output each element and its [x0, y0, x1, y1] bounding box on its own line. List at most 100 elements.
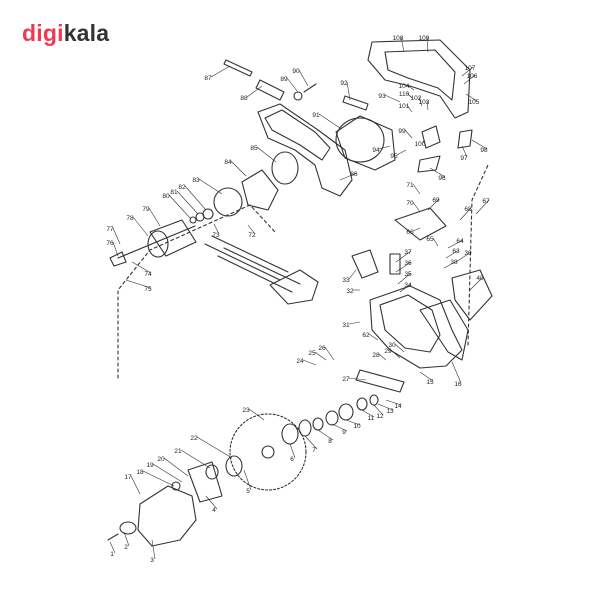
flange-6 [281, 423, 299, 445]
leader-line-21 [180, 449, 211, 469]
callout-102: 102 [411, 95, 422, 102]
callout-10: 10 [353, 423, 361, 430]
leader-line-25 [314, 351, 327, 361]
callout-29: 29 [384, 348, 392, 355]
leader-line-10 [345, 419, 361, 426]
washer-22 [225, 455, 243, 477]
leader-line-97 [461, 145, 468, 158]
washer-7 [298, 419, 312, 437]
callout-100: 100 [415, 141, 426, 148]
leader-line-65 [432, 237, 439, 247]
leader-line-29 [390, 349, 401, 359]
callout-80: 80 [162, 193, 170, 200]
callout-12: 12 [376, 413, 384, 420]
plate-96 [417, 155, 441, 173]
leader-line-37 [395, 250, 412, 263]
leader-line-104 [406, 84, 415, 91]
callout-104: 104 [399, 83, 410, 90]
rod-holder [269, 269, 319, 305]
guide-rod-2 [217, 247, 301, 293]
callout-81: 81 [170, 189, 178, 196]
leader-line-73 [213, 223, 220, 235]
callout-65: 65 [426, 236, 434, 243]
spring-76 [109, 251, 127, 267]
callout-5: 5 [246, 488, 250, 495]
leader-line-31 [348, 321, 361, 325]
callout-40: 40 [476, 275, 484, 282]
leader-line-70 [412, 201, 421, 213]
leader-line-20 [163, 457, 189, 477]
callout-97: 97 [460, 155, 468, 162]
callout-110: 110 [399, 91, 410, 98]
callout-2: 2 [124, 544, 128, 551]
callout-19: 19 [146, 462, 154, 469]
callout-87: 87 [204, 75, 212, 82]
leader-line-40 [469, 276, 484, 291]
leader-line-15 [419, 371, 434, 382]
leader-line-39 [455, 251, 472, 263]
callout-74: 74 [144, 271, 152, 278]
leader-line-74 [131, 261, 152, 274]
leader-line-81 [176, 190, 199, 215]
leader-line-110 [406, 92, 413, 99]
leader-line-106 [463, 74, 476, 85]
shaft [117, 225, 196, 259]
leader-line-33 [348, 269, 357, 280]
leader-line-64 [447, 239, 464, 249]
ring-8 [312, 417, 324, 431]
callout-108: 108 [393, 35, 404, 42]
plate-4 [187, 461, 223, 503]
leader-line-23 [248, 408, 265, 421]
callout-70: 70 [406, 200, 414, 207]
bolt-37 [389, 253, 401, 275]
callout-82: 82 [178, 184, 186, 191]
leader-line-87 [210, 65, 231, 78]
callout-8: 8 [328, 438, 332, 445]
leader-line-14 [385, 399, 402, 406]
leader-line-28 [378, 353, 387, 361]
leader-line-63 [445, 249, 460, 259]
leader-line-105 [465, 93, 478, 102]
callout-103: 103 [419, 99, 430, 106]
callout-4: 4 [212, 507, 216, 514]
washer-18 [171, 481, 181, 491]
leader-line-72 [247, 224, 256, 235]
leader-line-18 [142, 470, 175, 487]
callout-22: 22 [190, 435, 198, 442]
ring-89 [293, 91, 303, 101]
callout-18: 18 [136, 469, 144, 476]
blade-case-inner [379, 294, 441, 353]
callout-88: 88 [240, 95, 248, 102]
callout-107: 107 [465, 65, 476, 72]
leader-line-88 [246, 85, 263, 98]
top-handle-inner [384, 49, 456, 101]
leader-line-62 [368, 333, 379, 341]
leader-line-96 [429, 167, 446, 178]
leader-line-100 [422, 139, 425, 144]
pin-87 [223, 59, 253, 77]
bearing-9 [325, 410, 339, 426]
motor-housing-body [335, 115, 396, 171]
callout-62: 62 [362, 332, 370, 339]
leader-line-79 [148, 207, 161, 227]
leader-line-35 [397, 272, 412, 285]
callout-68: 68 [464, 206, 472, 213]
callout-21: 21 [174, 448, 182, 455]
top-handle [367, 39, 471, 119]
callout-96: 96 [438, 175, 446, 182]
guide-outline-right [467, 164, 489, 346]
callout-37: 37 [404, 249, 412, 256]
ring-81 [195, 212, 205, 222]
callout-13: 13 [386, 408, 394, 415]
callout-1: 1 [110, 551, 114, 558]
leader-line-77 [112, 227, 121, 245]
saw-blade [229, 413, 307, 491]
callout-78: 78 [126, 215, 134, 222]
callout-24: 24 [296, 358, 304, 365]
leader-line-92 [346, 81, 351, 101]
cylinder-92 [342, 95, 369, 111]
callout-7: 7 [312, 447, 316, 454]
callout-84: 84 [224, 159, 232, 166]
